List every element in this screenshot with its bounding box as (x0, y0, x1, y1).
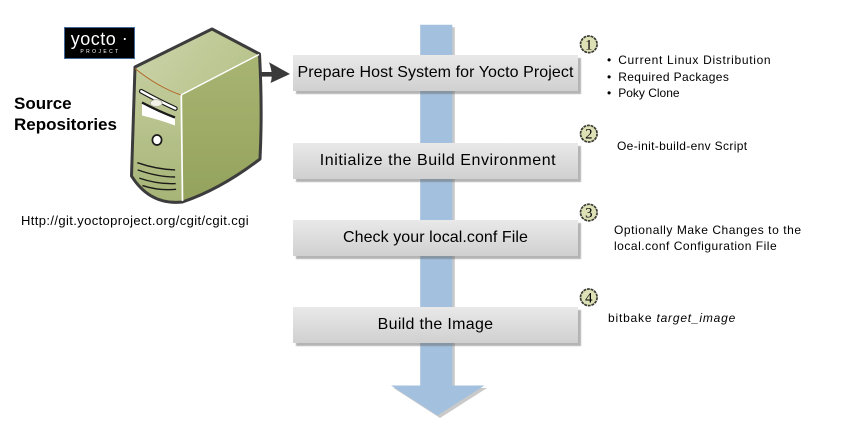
svg-text:3: 3 (585, 206, 592, 222)
svg-text:2: 2 (585, 127, 592, 143)
svg-text:1: 1 (585, 37, 592, 53)
svg-text:4: 4 (585, 290, 593, 306)
